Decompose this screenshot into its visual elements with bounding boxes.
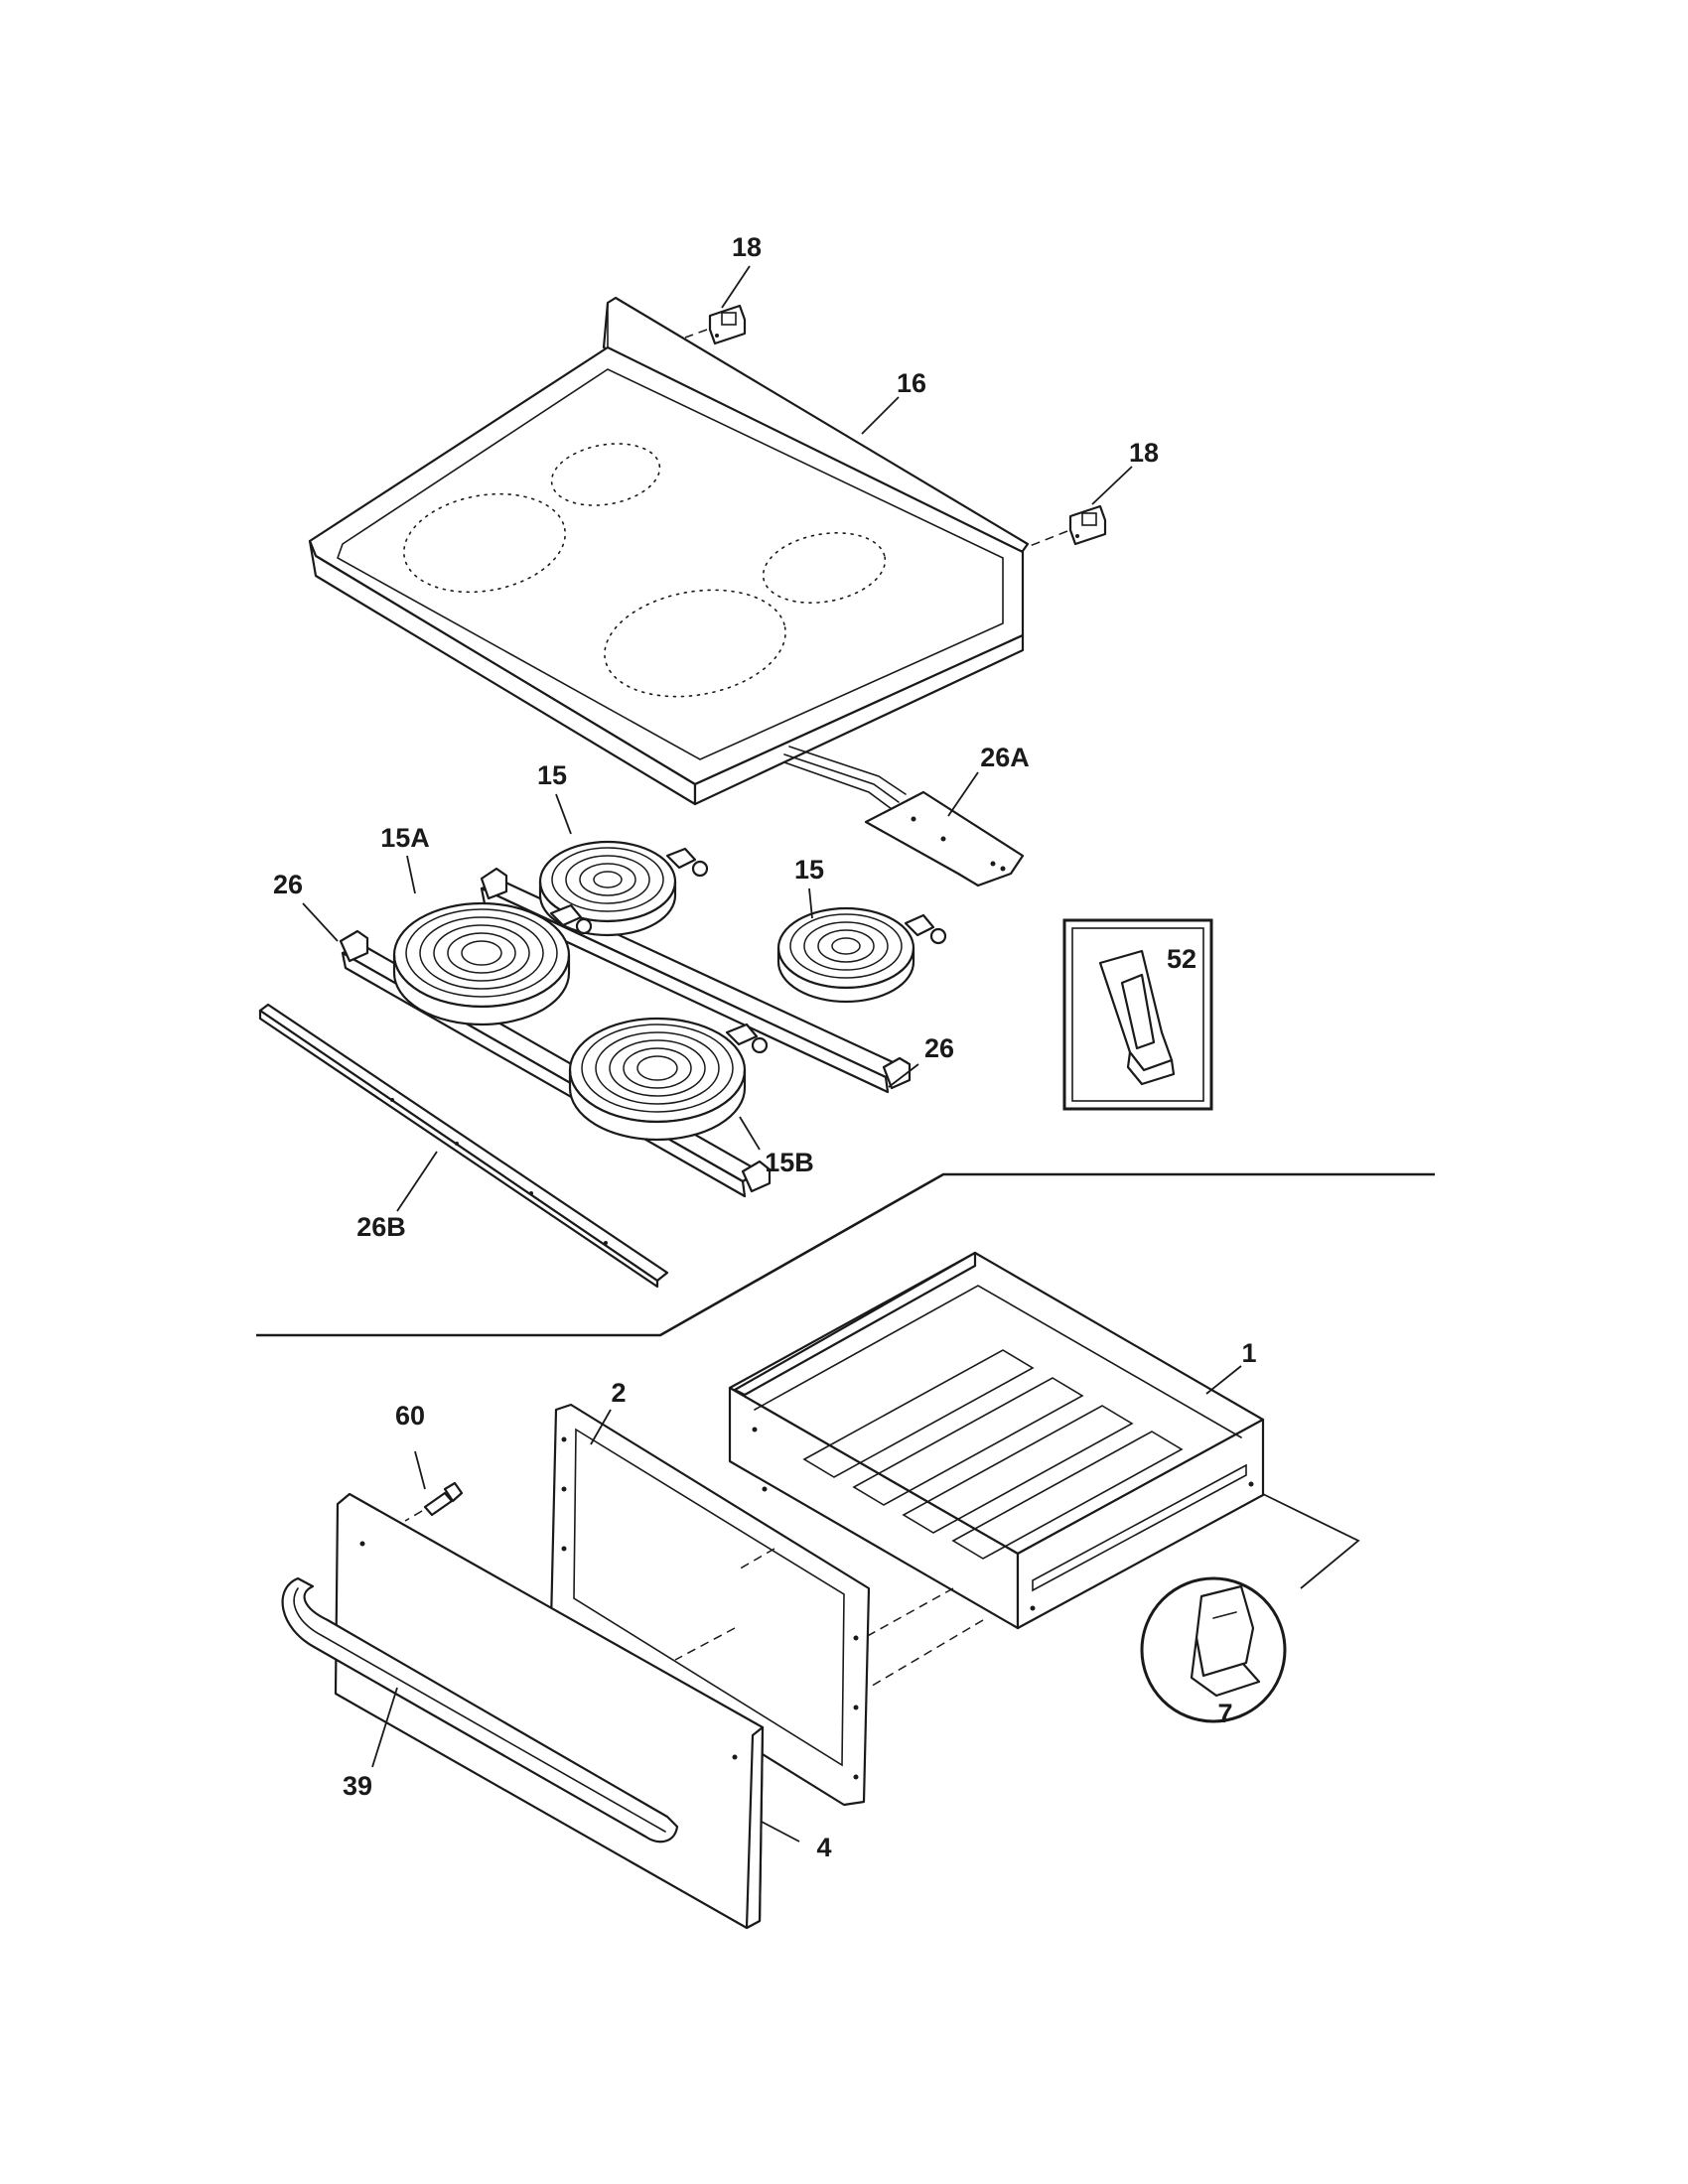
callout-60: 60 bbox=[395, 1401, 425, 1431]
callout-4: 4 bbox=[816, 1833, 831, 1862]
dashed-assembly-line-3 bbox=[868, 1619, 984, 1689]
wire-harness-part-26A bbox=[783, 746, 1025, 887]
drawer-handle-part-39 bbox=[281, 1576, 679, 1843]
cooktop-glass-part-16 bbox=[308, 296, 1030, 806]
bracket-part-18-right bbox=[1068, 504, 1107, 546]
dashed-assembly-line-18a bbox=[684, 329, 708, 339]
surface-element-part-15-rear bbox=[538, 840, 709, 937]
callout-18-left: 18 bbox=[732, 232, 762, 262]
leader-lines bbox=[302, 265, 1242, 1843]
callout-18-right: 18 bbox=[1129, 438, 1159, 468]
callout-26B: 26B bbox=[356, 1212, 406, 1242]
callout-52: 52 bbox=[1167, 944, 1196, 974]
trim-strip-part-26B bbox=[258, 1003, 669, 1289]
callout-26-left: 26 bbox=[273, 870, 303, 899]
callout-15-right: 15 bbox=[794, 855, 824, 885]
dashed-assembly-line-4 bbox=[674, 1627, 736, 1661]
bracket-part-18-left bbox=[708, 304, 747, 345]
callout-1: 1 bbox=[1241, 1338, 1256, 1368]
section-divider-line bbox=[256, 1172, 1435, 1337]
detail-7-lead-line bbox=[1262, 1493, 1360, 1589]
surface-element-part-15B bbox=[568, 1017, 769, 1142]
callout-15A: 15A bbox=[380, 823, 430, 853]
callout-7: 7 bbox=[1217, 1699, 1232, 1728]
dashed-assembly-line-2 bbox=[863, 1587, 954, 1639]
callout-16: 16 bbox=[897, 368, 926, 398]
callout-39: 39 bbox=[343, 1771, 372, 1801]
dashed-assembly-line-1 bbox=[736, 1548, 775, 1571]
callout-15-rear: 15 bbox=[537, 760, 567, 790]
part-52-detail-box bbox=[1062, 918, 1213, 1111]
screw-part-60 bbox=[423, 1481, 464, 1517]
callout-26-right: 26 bbox=[924, 1033, 954, 1063]
callout-26A: 26A bbox=[980, 743, 1030, 772]
callout-15B: 15B bbox=[765, 1148, 814, 1177]
surface-element-part-15A bbox=[392, 901, 593, 1026]
surface-element-part-15-right bbox=[776, 906, 947, 1004]
drawer-body-part-1 bbox=[728, 1251, 1265, 1630]
dashed-assembly-line-18b bbox=[1024, 530, 1068, 549]
callout-2: 2 bbox=[611, 1378, 626, 1408]
glide-part-7-detail-circle bbox=[1140, 1576, 1287, 1723]
dashed-assembly-line-60 bbox=[404, 1510, 423, 1522]
